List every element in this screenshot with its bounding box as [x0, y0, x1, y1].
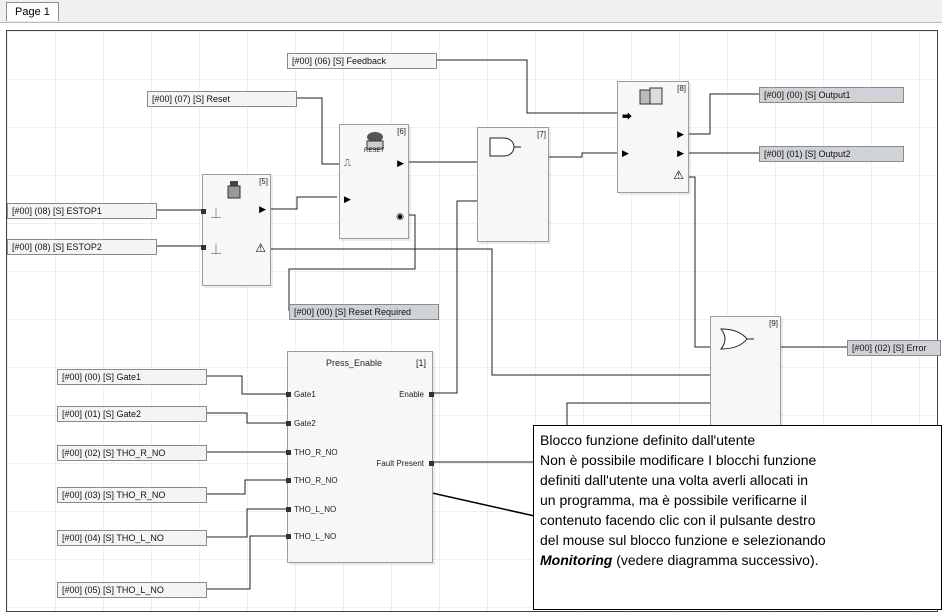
output-block-index: [8] — [677, 84, 686, 93]
estop-in2-pin — [201, 245, 206, 250]
tab-page-1[interactable]: Page 1 — [6, 2, 59, 21]
callout-line: del mouse sul blocco funzione e selezion… — [540, 532, 826, 548]
press-in-pin — [286, 507, 291, 512]
warning-icon: ⚠ — [673, 168, 684, 182]
callout-line-rest: (vedere diagramma successivo). — [612, 552, 819, 568]
reset-function-block[interactable]: [6] RESET ⎍ ▶ ▶ ◉ — [339, 124, 409, 239]
press-out-pin — [429, 392, 434, 397]
press-in-pin — [286, 478, 291, 483]
tag-gate2[interactable]: [#00] (01) [S] Gate2 — [57, 406, 207, 422]
estop-block-index: [5] — [259, 177, 268, 186]
and-block-index: [7] — [537, 130, 546, 139]
callout-line: contenuto facendo clic con il pulsante d… — [540, 512, 816, 528]
warning-icon: ⚠ — [255, 241, 266, 255]
tag-tho-l1[interactable]: [#00] (04) [S] THO_L_NO — [57, 530, 207, 546]
press-output-label: Fault Present — [376, 459, 424, 468]
output-arrow-icon: ▶ — [259, 204, 266, 214]
edm-device-icon — [638, 86, 664, 113]
press-in-pin — [286, 392, 291, 397]
press-in-pin — [286, 534, 291, 539]
output-function-block[interactable]: [8] ⮕ ▶ ▶ ▶ ⚠ — [617, 81, 689, 193]
reset-block-index: [6] — [397, 127, 406, 136]
press-input-label: THO_L_NO — [294, 505, 337, 514]
tag-tho-r1[interactable]: [#00] (02) [S] THO_R_NO — [57, 445, 207, 461]
press-input-label: Gate2 — [294, 419, 316, 428]
or-function-block[interactable]: [9] — [710, 316, 781, 426]
press-in-pin — [286, 421, 291, 426]
estop-in1-pin — [201, 209, 206, 214]
press-block-index: [1] — [415, 358, 426, 368]
output-arrow-icon: ▶ — [677, 129, 684, 139]
output-arrow-icon: ▶ — [397, 158, 404, 168]
tag-output1[interactable]: [#00] (00) [S] Output1 — [759, 87, 904, 103]
reset-icon-label: RESET — [364, 148, 385, 154]
estop-function-block[interactable]: [5] ⏊ ⏊ ▶ ⚠ — [201, 174, 271, 286]
tab-bar: Page 1 — [0, 0, 942, 23]
output-arrow-icon: ▶ — [677, 148, 684, 158]
contact-icon: ⏊ — [211, 209, 221, 220]
callout-line: Non è possibile modificare I blocchi fun… — [540, 452, 817, 468]
tag-tho-l2[interactable]: [#00] (05) [S] THO_L_NO — [57, 582, 207, 598]
tag-gate1[interactable]: [#00] (00) [S] Gate1 — [57, 369, 207, 385]
emergency-stop-icon — [227, 181, 241, 199]
callout-line: un programma, ma è possibile verificarne… — [540, 492, 807, 508]
program-canvas[interactable]: [#00] (06) [S] Feedback [#00] (07) [S] R… — [6, 30, 941, 612]
callout-bold-term: Monitoring — [540, 552, 613, 568]
tag-estop1[interactable]: [#00] (08) [S] ESTOP1 — [7, 203, 157, 219]
output-circle-icon: ◉ — [396, 211, 404, 221]
press-input-label: THO_L_NO — [294, 532, 337, 541]
tag-feedback[interactable]: [#00] (06) [S] Feedback — [287, 53, 437, 69]
pulse-icon: ⎍ — [344, 158, 351, 169]
press-in-pin — [286, 450, 291, 455]
tag-reset-required[interactable]: [#00] (00) [S] Reset Required — [289, 304, 439, 320]
press-enable-function-block[interactable]: Press_Enable [1] Gate1 Gate2 THO_R_NO TH… — [286, 351, 434, 563]
input-arrow-icon: ▶ — [622, 148, 629, 158]
tag-estop2[interactable]: [#00] (08) [S] ESTOP2 — [7, 239, 157, 255]
callout-line: Blocco funzione definito dall'utente — [540, 432, 756, 448]
callout-line-last: Monitoring (vedere diagramma successivo)… — [540, 550, 941, 570]
press-out-pin — [429, 461, 434, 466]
callout-line: definiti dall'utente una volta averli al… — [540, 472, 809, 488]
press-input-label: THO_R_NO — [294, 448, 338, 457]
tag-reset[interactable]: [#00] (07) [S] Reset — [147, 91, 297, 107]
tag-tho-r2[interactable]: [#00] (03) [S] THO_R_NO — [57, 487, 207, 503]
reset-button-icon — [364, 131, 386, 151]
or-gate-icon — [719, 327, 755, 356]
input-edge-icon: ⮕ — [622, 112, 632, 123]
press-output-label: Enable — [399, 390, 424, 399]
press-block-title: Press_Enable — [326, 358, 383, 368]
tag-error[interactable]: [#00] (02) [S] Error — [847, 340, 941, 356]
and-function-block[interactable]: [7] — [477, 127, 549, 242]
or-block-index: [9] — [769, 319, 778, 328]
annotation-callout: Blocco funzione definito dall'utente Non… — [533, 425, 942, 610]
press-input-label: THO_R_NO — [294, 476, 338, 485]
and-gate-icon — [488, 136, 522, 163]
contact-icon: ⏊ — [211, 245, 221, 256]
tag-output2[interactable]: [#00] (01) [S] Output2 — [759, 146, 904, 162]
press-input-label: Gate1 — [294, 390, 316, 399]
input-arrow-icon: ▶ — [344, 194, 351, 204]
